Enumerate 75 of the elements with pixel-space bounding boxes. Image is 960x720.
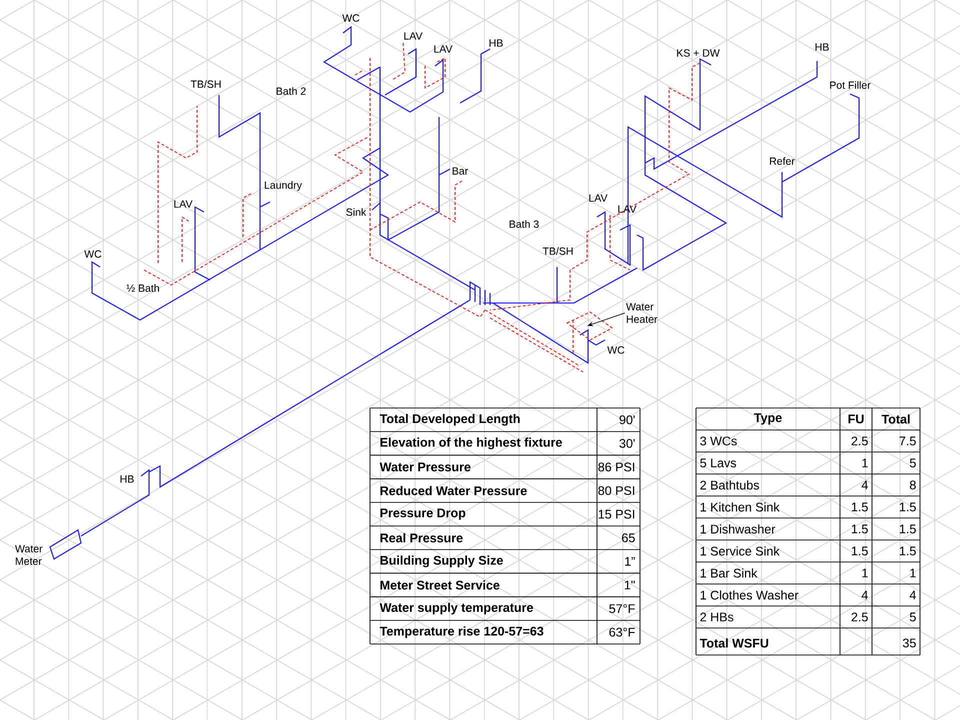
fixture-label: HB (816, 43, 829, 51)
fixture-label: Bath 2 (276, 87, 306, 95)
table-cell: 1 (910, 568, 916, 578)
table-cell: 35 (902, 638, 916, 648)
table-cell: 15 PSI (598, 510, 634, 519)
table-cell: 1.5 (900, 502, 916, 512)
table-cell: Real Pressure (380, 533, 463, 542)
table-cell: Water supply temperature (380, 602, 533, 614)
table-cell: Reduced Water Pressure (380, 486, 527, 496)
table-cell: 57°F (609, 604, 635, 614)
table-cell: Total Developed Length (380, 414, 520, 426)
table-cell: FU (848, 414, 864, 424)
fixture-label: TB/SH (542, 247, 573, 255)
table-cell: 2 HBs (700, 612, 734, 622)
fixture-label: ½ Bath (126, 284, 159, 292)
fixture-label: WC (607, 346, 624, 354)
table-cell: 5 Lavs (700, 458, 736, 468)
table-cell: Meter Street Service (380, 580, 500, 590)
fixture-label: KS + DW (677, 49, 720, 57)
table-cell: Type (754, 413, 782, 425)
table-cell: 4 (910, 590, 916, 600)
fixture-label: Laundry (264, 181, 302, 191)
table-cell: Pressure Drop (380, 508, 466, 520)
table-cell: 5 (910, 612, 916, 622)
table-cell: 1.5 (852, 546, 868, 556)
fixture-label: LAV (434, 45, 452, 53)
fixture-label: HB (120, 475, 134, 483)
table-cell: 1” (625, 557, 635, 566)
fixture-label: TB/SH (190, 80, 221, 88)
table-cell: 4 (862, 590, 868, 600)
table-cell: Elevation of the highest fixture (380, 438, 562, 450)
table-cell: 90' (620, 415, 635, 424)
table-cell: 1" (624, 580, 635, 590)
table-cell: 1.5 (900, 546, 916, 556)
table-cell: 4 (862, 480, 868, 490)
fixture-label: Water Meter (15, 545, 42, 565)
table-cell: 86 PSI (598, 462, 634, 472)
table-cell: 1 Kitchen Sink (700, 502, 780, 512)
callout-label: Water Heater (626, 303, 658, 323)
table-cell: Temperature rise 120-57=63 (380, 626, 544, 638)
table-cell: 1 Service Sink (700, 546, 780, 556)
fixture-label: Pot Filler (830, 81, 871, 89)
table-cell: Total WSFU (700, 638, 768, 648)
table-cell: 3 WCs (700, 436, 737, 446)
table-cell: 30' (620, 439, 635, 448)
table-cell: Water Pressure (380, 462, 470, 472)
fixture-label: Sink (346, 208, 366, 216)
fixture-label: Bar (452, 167, 468, 175)
table-cell: Total (882, 414, 910, 424)
table-cell: 1 Dishwasher (700, 524, 776, 534)
table-cell: 1 Clothes Washer (700, 590, 798, 600)
table-cell: 2 Bathtubs (700, 480, 760, 490)
fixture-label: LAV (404, 32, 422, 40)
fixture-label: Bath 3 (510, 220, 539, 228)
fixture-label: Refer (770, 157, 795, 165)
table-cell: 80 PSI (598, 486, 634, 496)
table-cell: 5 (910, 458, 916, 468)
table-cell: 1 (862, 568, 868, 578)
table-cell: 1 Bar Sink (700, 568, 758, 578)
table-cell: 7.5 (900, 436, 916, 446)
table-cell: 1.5 (852, 502, 868, 512)
table-cell: 1.5 (852, 524, 868, 534)
table-cell: 63°F (609, 628, 635, 637)
table-cell: 2.5 (852, 436, 868, 446)
table-cell: 65 (622, 533, 635, 542)
fixture-label: WC (84, 250, 102, 258)
table-cell: 1.5 (900, 524, 916, 534)
fixture-label: LAV (174, 200, 192, 208)
table-cell: Building Supply Size (380, 556, 503, 568)
fixture-label: HB (490, 39, 503, 47)
table-cell: 8 (910, 480, 916, 490)
fixture-label: WC (342, 14, 360, 22)
table-cell: 2.5 (852, 612, 868, 622)
table-cell: 1 (862, 458, 868, 468)
fixture-label: LAV (589, 194, 608, 202)
